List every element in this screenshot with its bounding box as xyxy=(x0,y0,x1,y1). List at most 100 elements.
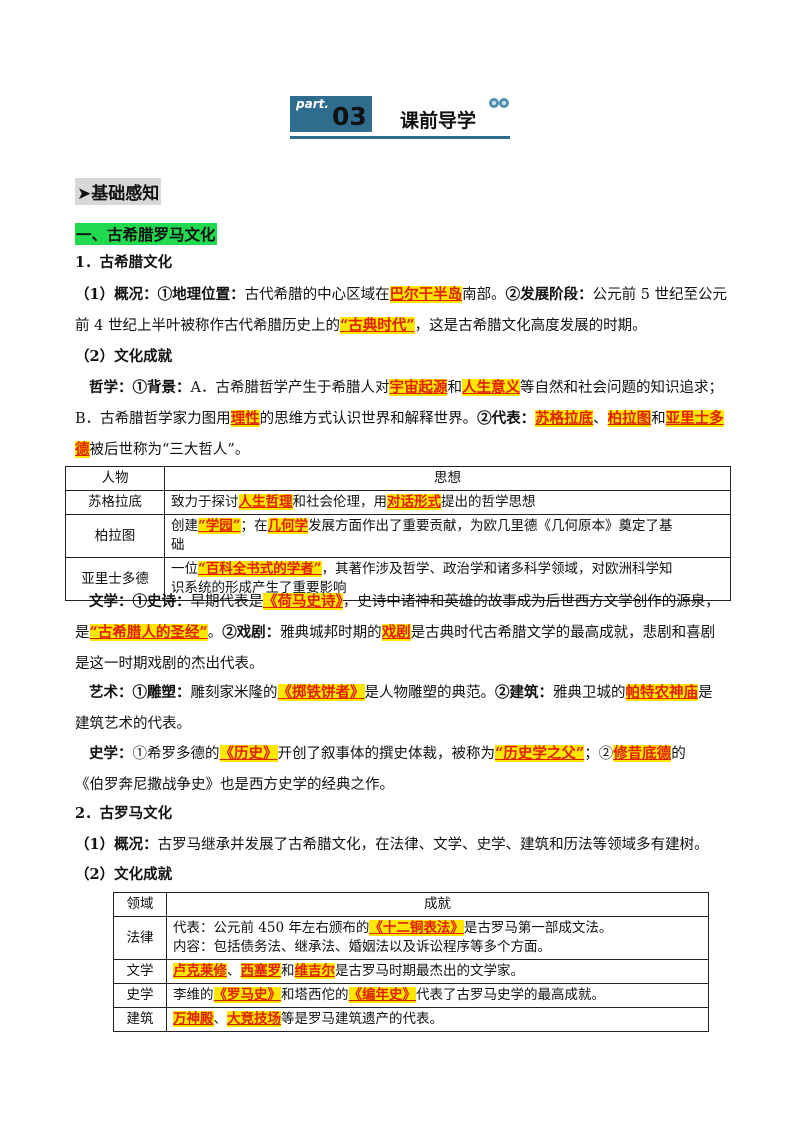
table-row: 史学 李维的《罗马史》和塔西佗的《编年史》代表了古罗马史学的最高成就。 xyxy=(113,983,709,1008)
text: B．古希腊哲学家力图用 xyxy=(75,411,231,427)
text: 创建 xyxy=(171,518,198,534)
text: 础 xyxy=(171,537,185,553)
rome-achievements-heading: （2）文化成就 xyxy=(75,866,173,883)
text: 前 4 世纪上半叶被称作古代希腊历史上的 xyxy=(75,318,340,334)
text: 和塔西佗的 xyxy=(281,987,349,1003)
table-cell: 卢克莱修、西塞罗和维吉尔是古罗马时期最杰出的文学家。 xyxy=(166,959,709,984)
highlight: “历史学之父” xyxy=(495,745,585,762)
decor-dots-icon xyxy=(488,96,510,114)
art-line2: 建筑艺术的代表。 xyxy=(75,716,191,732)
header-underline xyxy=(290,136,510,139)
part-badge xyxy=(290,96,372,132)
highlight: 德 xyxy=(75,441,90,458)
text: ，这是古希腊文化高度发展的时期。 xyxy=(414,318,647,334)
text: 的 xyxy=(671,746,686,762)
highlight: 苏格拉底 xyxy=(535,410,594,427)
text: 是古罗马时期最杰出的文学家。 xyxy=(335,963,524,979)
text: 等自然和社会问题的知识追求； xyxy=(519,380,723,396)
label: 文学： xyxy=(89,593,133,610)
text: 识系统的形成产生了重要影响 xyxy=(171,580,347,596)
subsection-1: 1．古希腊文化 xyxy=(75,254,173,271)
table-cell: 法律 xyxy=(113,916,167,960)
table-row: 苏格拉底 致力于探讨人生哲理和社会伦理，用对话形式提出的哲学思想 xyxy=(65,490,731,515)
table-row: 人物 思想 xyxy=(65,466,731,491)
text: 早期代表是 xyxy=(190,594,264,610)
label: ②建筑： xyxy=(495,684,553,701)
art-line1: 艺术：①雕塑：雕刻家米隆的《掷铁饼者》是人物雕塑的典范。②建筑：雅典卫城的帕特农… xyxy=(75,676,749,710)
highlight: 西塞罗 xyxy=(240,963,281,979)
philosophy-line3: 德被后世称为“三大哲人”。 xyxy=(75,433,735,467)
label: 史学： xyxy=(89,745,133,762)
part-number: 03 xyxy=(332,102,367,131)
highlight: 亚里士多 xyxy=(665,410,724,427)
text: ，其著作涉及哲学、政治学和诸多科学领域，对欧洲科学知 xyxy=(321,561,673,577)
highlight: 《罗马史》 xyxy=(213,987,281,1003)
table-header: 思想 xyxy=(164,466,731,491)
text: 、 xyxy=(227,963,241,979)
highlight: “学园” xyxy=(198,518,241,534)
highlight: 维吉尔 xyxy=(294,963,335,979)
philosophy-line2: B．古希腊哲学家力图用理性的思维方式认识世界和解释世界。②代表：苏格拉底、柏拉图… xyxy=(75,402,735,436)
label: ①雕塑： xyxy=(132,684,191,701)
highlight: 人生意义 xyxy=(461,379,520,396)
highlight: 大竞技场 xyxy=(227,1011,281,1027)
highlight: 《掷铁饼者》 xyxy=(277,684,365,701)
text: 和 xyxy=(447,380,462,396)
highlight: 宇宙起源 xyxy=(389,379,448,396)
table-row: 柏拉图 创建“学园”；在几何学发展方面作出了重要贡献，为欧几里德《几何原本》奠定… xyxy=(65,514,731,558)
text: 内容：包括债务法、继承法、婚姻法以及诉讼程序等多个方面。 xyxy=(173,939,551,955)
text: 公元前 5 世纪至公元 xyxy=(592,287,728,303)
highlight: 卢克莱修 xyxy=(173,963,227,979)
table-header: 领域 xyxy=(113,892,167,917)
table-row: 建筑 万神殿、大竞技场等是罗马建筑遗产的代表。 xyxy=(113,1007,709,1032)
greece-achievements-heading: （2）文化成就 xyxy=(75,348,173,365)
highlight: 几何学 xyxy=(267,518,309,534)
highlight: 《历史》 xyxy=(219,745,278,762)
literature-line2: 是“古希腊人的圣经”。②戏剧：雅典城邦时期的戏剧是古典时代古希腊文学的最高成就，… xyxy=(75,616,735,650)
highlight: 柏拉图 xyxy=(607,410,652,427)
highlight: 巴尔干半岛 xyxy=(389,286,463,303)
text: A．古希腊哲学产生于希腊人对 xyxy=(190,380,390,396)
text: 是 xyxy=(698,685,713,701)
subsection-2: 2．古罗马文化 xyxy=(75,805,173,822)
text: 和社会伦理，用 xyxy=(292,494,388,510)
table-row: 领域 成就 xyxy=(113,892,709,917)
highlight: 《荷马史诗》 xyxy=(263,593,343,610)
history-line2: 《伯罗奔尼撒战争史》也是西方史学的经典之作。 xyxy=(75,777,394,793)
text: ；在 xyxy=(240,518,268,534)
rome-overview: （1）概况：古罗马继承并发展了古希腊文化，在法律、文学、史学、建筑和历法等领域多… xyxy=(75,828,735,862)
table-cell: 致力于探讨人生哲理和社会伦理，用对话形式提出的哲学思想 xyxy=(164,490,731,515)
highlight: “古希腊人的圣经” xyxy=(89,624,208,641)
greece-overview-line1: （1）概况：①地理位置：古代希腊的中心区域在巴尔干半岛南部。②发展阶段：公元前 … xyxy=(75,278,735,312)
label: ①地理位置： xyxy=(157,286,245,303)
table-cell: 柏拉图 xyxy=(65,514,165,558)
highlight: 人生哲理 xyxy=(238,494,293,510)
text: 李维的 xyxy=(173,987,214,1003)
text: 代表：公元前 450 年左右颁布的 xyxy=(173,920,370,936)
table-cell: 史学 xyxy=(113,983,167,1008)
label: （1）概况： xyxy=(75,286,158,303)
highlight: 《十二铜表法》 xyxy=(369,920,464,936)
highlight: 万神殿 xyxy=(173,1011,214,1027)
text: 被后世称为“三大哲人”。 xyxy=(89,442,250,458)
table-cell: 亚里士多德 xyxy=(65,557,165,601)
table-cell: 建筑 xyxy=(113,1007,167,1032)
label: （1）概况： xyxy=(75,836,158,853)
text: 是古罗马第一部成文法。 xyxy=(463,920,613,936)
text: 。 xyxy=(207,625,223,641)
text: 一位 xyxy=(171,561,198,577)
text: 代表了古罗马史学的最高成就。 xyxy=(416,987,605,1003)
text: 是人物雕塑的典范。 xyxy=(364,685,496,701)
highlight: “百科全书式的学者” xyxy=(198,561,322,577)
text: ①希罗多德的 xyxy=(132,746,220,762)
table-cell: 万神殿、大竞技场等是罗马建筑遗产的代表。 xyxy=(166,1007,709,1032)
highlight: “古典时代” xyxy=(339,317,415,334)
highlight: 戏剧 xyxy=(381,624,411,641)
table-cell: 李维的《罗马史》和塔西佗的《编年史》代表了古罗马史学的最高成就。 xyxy=(166,983,709,1008)
part-label: part. xyxy=(296,97,329,111)
label: ②发展阶段： xyxy=(505,286,593,303)
table-cell: 一位“百科全书式的学者”，其著作涉及哲学、政治学和诸多科学领域，对欧洲科学知识系… xyxy=(164,557,731,601)
highlight: 理性 xyxy=(230,410,260,427)
section-one-text: 一、古希腊罗马文化 xyxy=(76,226,216,244)
basic-heading-text: ➤基础感知 xyxy=(77,184,160,204)
